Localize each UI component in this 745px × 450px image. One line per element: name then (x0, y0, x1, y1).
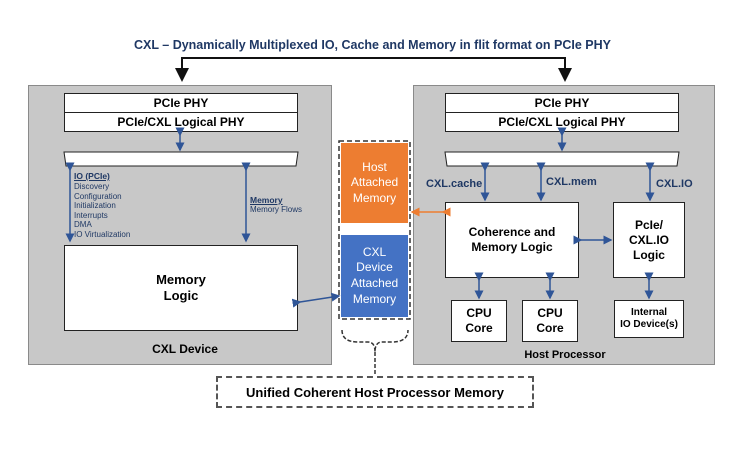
device-pcie-phy-label: PCIe PHY (153, 95, 209, 110)
io-item-dma: DMA (74, 220, 92, 230)
coherence-line1: Coherence and (468, 225, 556, 239)
pcie-io-line1: PcIe/ (634, 217, 663, 232)
unified-memory-label: Unified Coherent Host Processor Memory (216, 376, 534, 408)
cpu1-line1: CPU (466, 306, 492, 320)
memory-logic-line2: Logic (163, 288, 199, 303)
device-memory-flows: Memory Flows (250, 205, 303, 214)
dev-mem-line4: Memory (352, 291, 397, 306)
memory-logic-line1: Memory (156, 271, 206, 287)
device-io-list: Discovery Configuration Initialization I… (74, 182, 130, 240)
host-mem-line2: Attached (350, 175, 399, 190)
internal-line2: IO Device(s) (620, 319, 678, 330)
io-item-initialization: Initialization (74, 201, 116, 211)
top-bracket-line (181, 57, 572, 82)
pcie-io-line2: CXL.IO (628, 232, 669, 247)
io-item-io-virtualization: IO Virtualization (74, 229, 131, 239)
host-mem-line3: Memory (352, 190, 397, 205)
host-pcie-phy-label: PCIe PHY (534, 95, 590, 110)
host-internal-io-devices: Internal IO Device(s) (614, 300, 684, 338)
host-attached-memory: Host Attached Memory (341, 143, 408, 223)
io-item-configuration: Configuration (74, 191, 122, 201)
cpu1-line2: Core (465, 321, 493, 335)
pcie-io-line3: Logic (632, 247, 665, 262)
device-memory-logic: Memory Logic (64, 245, 298, 331)
host-cxl-mem-label: CXL.mem (546, 176, 597, 188)
host-logical-phy: PCIe/CXL Logical PHY (445, 112, 679, 132)
host-cpu-core-2: CPU Core (522, 300, 578, 342)
cpu2-line1: CPU (537, 306, 563, 320)
host-cxl-io-label: CXL.IO (656, 178, 693, 190)
dev-mem-line3: Attached (350, 276, 399, 290)
device-logical-phy: PCIe/CXL Logical PHY (64, 112, 298, 132)
host-pcie-cxl-io-logic: PcIe/ CXL.IO Logic (613, 202, 685, 278)
device-memory-heading: Memory (250, 195, 283, 205)
host-mem-line1: Host (362, 159, 387, 174)
dev-mem-line2: Device (356, 260, 393, 275)
cpu2-line2: Core (536, 321, 564, 335)
io-item-discovery: Discovery (74, 182, 110, 191)
host-logical-phy-label: PCIe/CXL Logical PHY (498, 114, 626, 129)
host-pcie-phy: PCIe PHY (445, 93, 679, 113)
dev-mem-line1: CXL (362, 244, 387, 259)
device-io-heading: IO (PCIe) (74, 171, 110, 181)
internal-line1: Internal (630, 306, 668, 318)
unified-memory-text: Unified Coherent Host Processor Memory (246, 384, 504, 400)
host-cxl-cache-label: CXL.cache (426, 178, 483, 190)
cxl-device-caption: CXL Device (152, 342, 218, 356)
device-pcie-phy: PCIe PHY (64, 93, 298, 113)
host-processor-caption: Host Processor (524, 349, 606, 361)
io-item-interrupts: Interrupts (74, 210, 108, 220)
coherence-line2: Memory Logic (471, 240, 553, 254)
diagram-title: CXL – Dynamically Multiplexed IO, Cache … (134, 38, 611, 52)
host-cpu-core-1: CPU Core (451, 300, 507, 342)
memory-stack-brace (341, 329, 409, 353)
cxl-device-attached-memory: CXL Device Attached Memory (341, 235, 408, 317)
device-logical-phy-label: PCIe/CXL Logical PHY (117, 114, 245, 129)
host-coherence-logic: Coherence and Memory Logic (445, 202, 579, 278)
